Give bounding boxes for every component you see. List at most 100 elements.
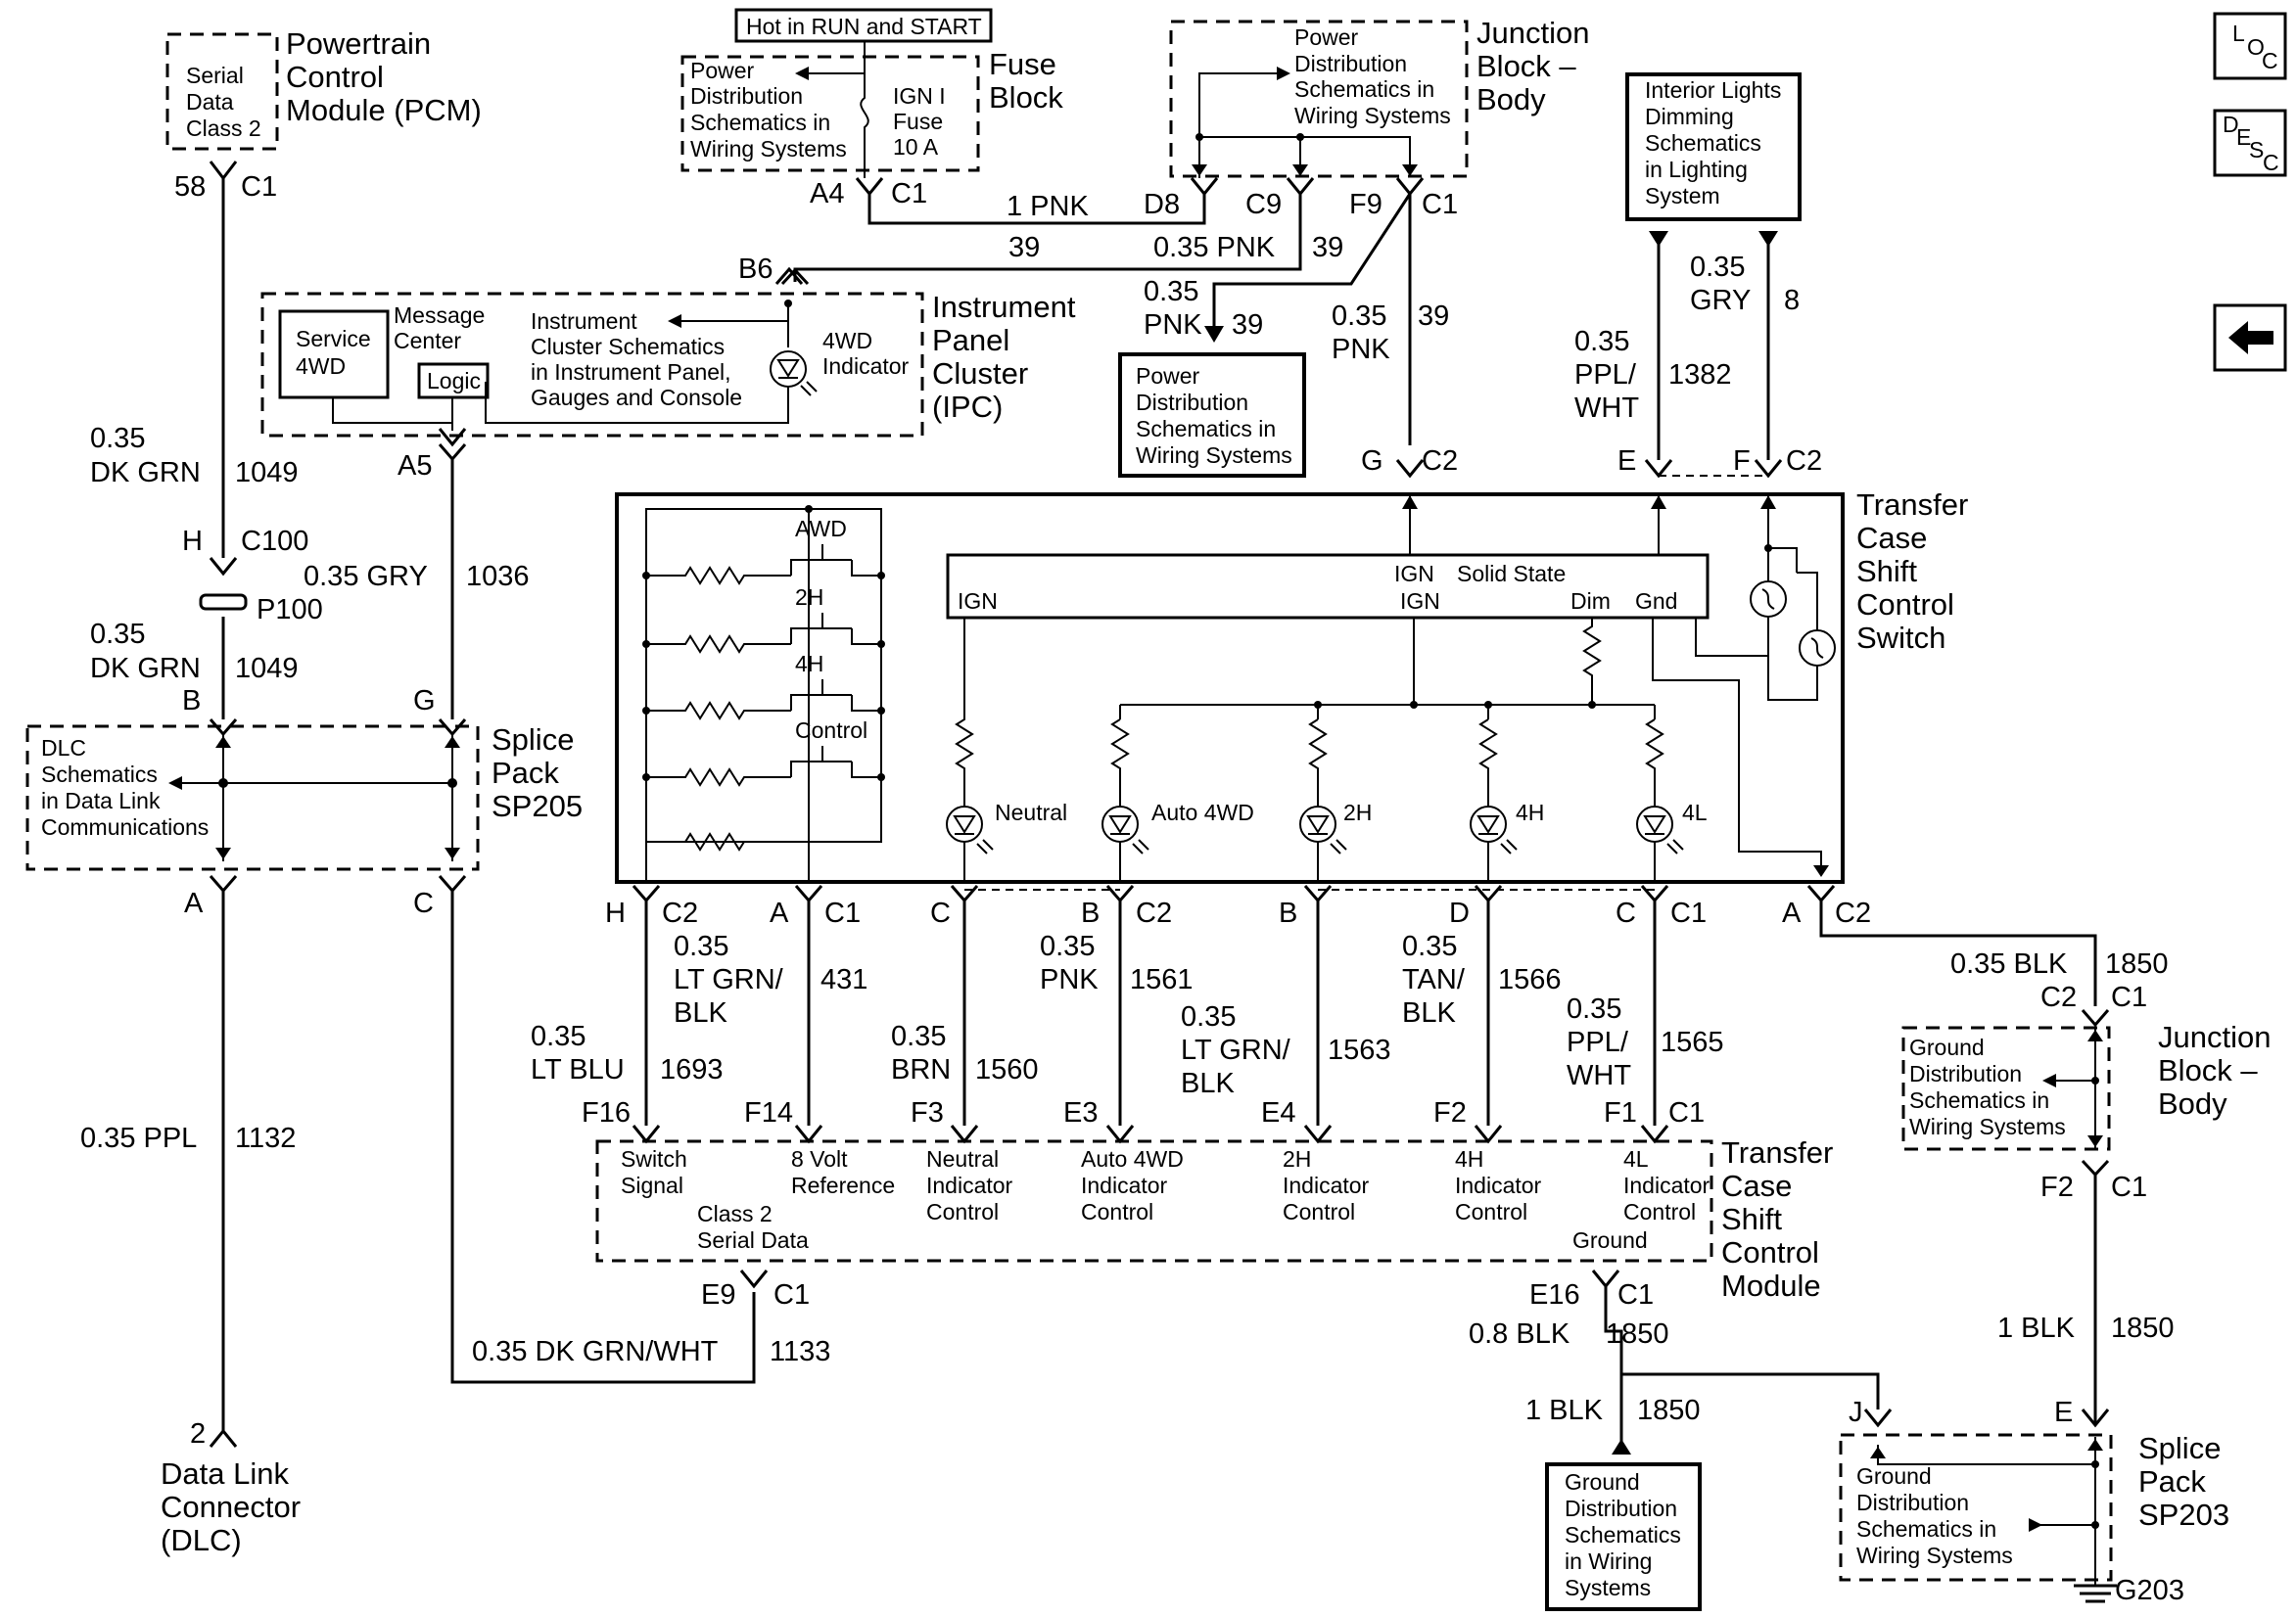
svg-text:1382: 1382 (1668, 359, 1732, 391)
transfer-case-switch: G C2 E F C2 Transfer Case Shift Control … (615, 445, 1968, 884)
svg-text:Distribution: Distribution (690, 83, 803, 109)
svg-text:0.35 PPL: 0.35 PPL (80, 1123, 197, 1154)
svg-text:Wiring Systems: Wiring Systems (1909, 1114, 2066, 1139)
svg-text:PPL/: PPL/ (1567, 1027, 1629, 1058)
svg-text:LT GRN/: LT GRN/ (674, 964, 784, 995)
svg-text:C1: C1 (1422, 189, 1458, 220)
wire-label-pnk-left: 0.35 PNK 39 (1144, 276, 1263, 341)
svg-text:Fuse: Fuse (893, 109, 943, 134)
svg-text:Dim: Dim (1570, 588, 1611, 614)
svg-text:1563: 1563 (1328, 1035, 1391, 1066)
wire-39-to-pd (1212, 193, 1412, 333)
back-button[interactable] (2213, 303, 2287, 372)
svg-text:1133: 1133 (770, 1336, 830, 1367)
svg-text:C2: C2 (1786, 445, 1822, 477)
svg-text:O: O (2247, 34, 2265, 60)
svg-text:Indicator: Indicator (822, 353, 910, 379)
svg-text:1 BLK: 1 BLK (1997, 1313, 2076, 1344)
svg-text:G: G (1361, 445, 1383, 477)
svg-text:Auto 4WD: Auto 4WD (1151, 800, 1254, 825)
svg-text:LT GRN/: LT GRN/ (1181, 1035, 1291, 1066)
pcm-sd-1: Serial (186, 63, 244, 88)
svg-text:39: 39 (1312, 232, 1343, 263)
svg-text:Body: Body (1476, 82, 1546, 116)
svg-text:0.35: 0.35 (1181, 1001, 1236, 1033)
svg-text:TAN/: TAN/ (1402, 964, 1466, 995)
svg-text:Indicator: Indicator (1623, 1173, 1710, 1198)
svg-text:0.35: 0.35 (1567, 993, 1621, 1025)
svg-text:G: G (413, 685, 436, 716)
pcm-label-3: Module (PCM) (286, 93, 482, 127)
svg-text:Data Link: Data Link (161, 1456, 289, 1491)
svg-text:F14: F14 (744, 1097, 793, 1129)
svg-text:Schematics: Schematics (41, 762, 158, 787)
svg-text:(IPC): (IPC) (932, 390, 1003, 424)
wire-label-1565: 0.35 PPL/ WHT 1565 (1567, 993, 1724, 1091)
svg-text:A5: A5 (398, 450, 432, 482)
svg-text:0.35 DK GRN/WHT: 0.35 DK GRN/WHT (472, 1336, 719, 1367)
ground-distribution-box: Ground Distribution Schematics in Wiring… (1545, 1462, 1702, 1611)
ipc-component: B6 Service 4WD Message Center Logic Inst… (260, 254, 1076, 482)
svg-text:C1: C1 (1668, 1097, 1705, 1129)
svg-text:4L: 4L (1682, 800, 1708, 825)
svg-text:Schematics in: Schematics in (1294, 76, 1434, 102)
led-neutral: Neutral (946, 793, 1067, 881)
svg-text:Signal: Signal (621, 1173, 683, 1198)
junction-block-top: Power Distribution Schematics in Wiring … (1144, 16, 1589, 220)
svg-text:4WD: 4WD (296, 353, 346, 379)
svg-text:WHT: WHT (1567, 1060, 1631, 1091)
svg-text:Systems: Systems (1565, 1575, 1651, 1600)
svg-text:WHT: WHT (1574, 393, 1639, 424)
led-4h: 4H (1470, 793, 1544, 881)
svg-text:P100: P100 (257, 594, 323, 625)
svg-text:1561: 1561 (1130, 964, 1194, 995)
svg-text:C1: C1 (824, 898, 861, 929)
svg-text:0.35 PNK: 0.35 PNK (1153, 232, 1276, 263)
svg-text:Distribution: Distribution (1856, 1490, 1969, 1515)
svg-text:Schematics in: Schematics in (1856, 1516, 1996, 1542)
svg-text:Schematics: Schematics (1565, 1522, 1681, 1548)
svg-text:1850: 1850 (1637, 1395, 1701, 1426)
pcm-sd-3: Class 2 (186, 116, 261, 141)
svg-text:C2: C2 (1422, 445, 1458, 477)
svg-text:C: C (413, 888, 434, 919)
svg-text:Pack: Pack (2138, 1464, 2206, 1499)
svg-text:Control: Control (926, 1199, 999, 1224)
svg-text:SP203: SP203 (2138, 1498, 2229, 1532)
svg-text:C2: C2 (1835, 898, 1871, 929)
svg-text:1560: 1560 (975, 1054, 1039, 1086)
desc-button[interactable]: D E S C (2213, 109, 2287, 177)
wire-label-1036: 0.35 GRY 1036 (304, 561, 530, 592)
svg-text:A: A (1782, 898, 1802, 929)
svg-text:Cluster Schematics: Cluster Schematics (531, 334, 725, 359)
loc-button[interactable]: L O C (2213, 12, 2287, 80)
svg-text:C: C (2263, 150, 2279, 175)
transfer-case-module: F16 F14 F3 E3 E4 F2 F1 C1 Switch Signal … (582, 1097, 1833, 1311)
svg-text:F1: F1 (1604, 1097, 1637, 1129)
svg-text:J: J (1849, 1397, 1863, 1428)
pcm-component: Serial Data Class 2 Powertrain Control M… (165, 26, 482, 203)
svg-text:BLK: BLK (1181, 1068, 1235, 1099)
svg-text:1049: 1049 (235, 457, 299, 488)
svg-text:B: B (1081, 898, 1100, 929)
svg-text:Control: Control (795, 717, 867, 743)
svg-text:Power: Power (1294, 24, 1359, 50)
svg-text:Fuse: Fuse (989, 47, 1056, 81)
svg-text:Indicator: Indicator (1283, 1173, 1370, 1198)
svg-text:PNK: PNK (1332, 334, 1390, 365)
interior-lights-box: Interior Lights Dimming Schematics in Li… (1625, 72, 1802, 221)
svg-text:B6: B6 (738, 254, 773, 285)
svg-text:1132: 1132 (235, 1123, 296, 1154)
pcm-conn: C1 (241, 171, 277, 203)
svg-text:in Wiring: in Wiring (1565, 1548, 1652, 1574)
svg-text:A: A (184, 888, 204, 919)
pcm-pin: 58 (174, 171, 206, 203)
svg-text:Schematics in: Schematics in (690, 110, 830, 135)
svg-text:Control: Control (1721, 1235, 1819, 1270)
svg-text:0.35: 0.35 (674, 931, 728, 962)
junction-block-right: Ground Distribution Schematics in Wiring… (1901, 1009, 2271, 1203)
svg-text:LT BLU: LT BLU (531, 1054, 625, 1086)
svg-text:8: 8 (1784, 285, 1800, 316)
wire-label-1382: 0.35 PPL/ WHT 1382 (1574, 326, 1732, 424)
svg-text:Schematics in: Schematics in (1909, 1087, 2049, 1113)
